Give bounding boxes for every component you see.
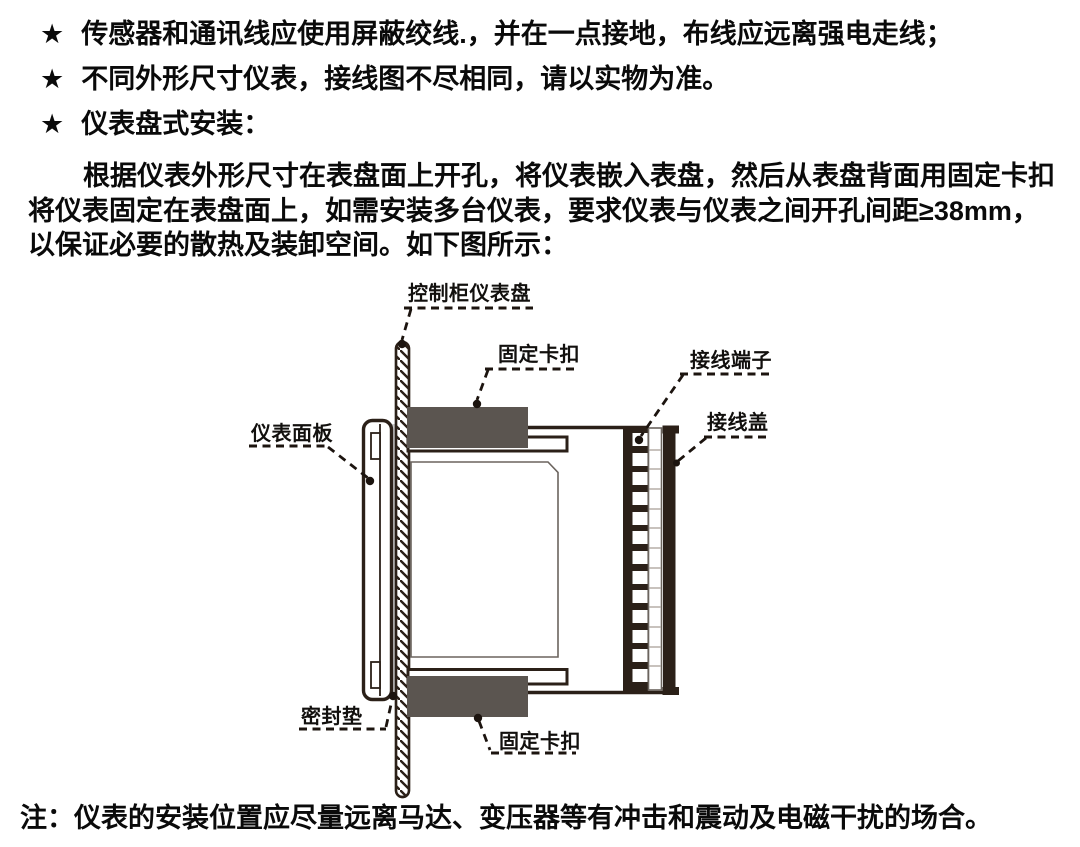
label-front-panel: 仪表面板 (250, 421, 333, 445)
label-gasket: 密封垫 (301, 704, 363, 728)
sealing-gasket (390, 424, 397, 696)
bullet-shielded-wiring: ★ 传感器和通讯线应使用屏蔽绞线.，并在一点接地，布线应远离强电走线； (40, 19, 953, 50)
bullet-text: 仪表盘式安装： (81, 109, 271, 139)
callouts (249, 306, 771, 755)
fixing-clip-top (407, 407, 528, 448)
footer-note: 注：仪表的安装位置应尽量远离马达、变压器等有冲击和震动及电磁干扰的场合。 (20, 803, 992, 833)
instrument-front-panel (361, 418, 394, 702)
bullet-text: 不同外形尺寸仪表，接线图不尽相同，请以实物为准。 (81, 64, 730, 94)
bullet-wiring-diagram: ★ 不同外形尺寸仪表，接线图不尽相同，请以实物为准。 (40, 64, 729, 95)
terminal-block (623, 426, 663, 692)
terminal-cover (662, 425, 679, 695)
star-marker-icon: ★ (40, 19, 65, 49)
label-cabinet-panel: 控制柜仪表盘 (408, 281, 531, 305)
bullet-text: 传感器和通讯线应使用屏蔽绞线.，并在一点接地，布线应远离强电走线； (81, 19, 953, 49)
paragraph-line: 根据仪表外形尺寸在表盘面上开孔，将仪表嵌入表盘，然后从表盘背面用固定卡扣 (83, 161, 1055, 191)
label-fixing-clip-bottom: 固定卡扣 (499, 729, 581, 753)
star-marker-icon: ★ (40, 64, 65, 94)
installation-paragraph: 根据仪表外形尺寸在表盘面上开孔，将仪表嵌入表盘，然后从表盘背面用固定卡扣 将仪表… (28, 159, 1068, 263)
label-terminal: 接线端子 (690, 348, 772, 372)
paragraph-line: 以保证必要的散热及装卸空间。如下图所示： (28, 230, 568, 260)
star-marker-icon: ★ (40, 109, 65, 139)
label-terminal-cover: 接线盖 (707, 410, 769, 434)
terminal-dividers (649, 449, 661, 667)
instrument-body (410, 461, 559, 658)
cabinet-panel-bar (394, 340, 411, 799)
terminal-cells (632, 433, 648, 682)
label-fixing-clip-top: 固定卡扣 (498, 342, 580, 366)
paragraph-line: 将仪表固定在表盘面上，如需安装多台仪表，要求仪表与仪表之间开孔间距≥38mm， (28, 195, 1039, 226)
bullet-panel-mount: ★ 仪表盘式安装： (40, 109, 270, 140)
fixing-clip-bottom (407, 676, 528, 717)
